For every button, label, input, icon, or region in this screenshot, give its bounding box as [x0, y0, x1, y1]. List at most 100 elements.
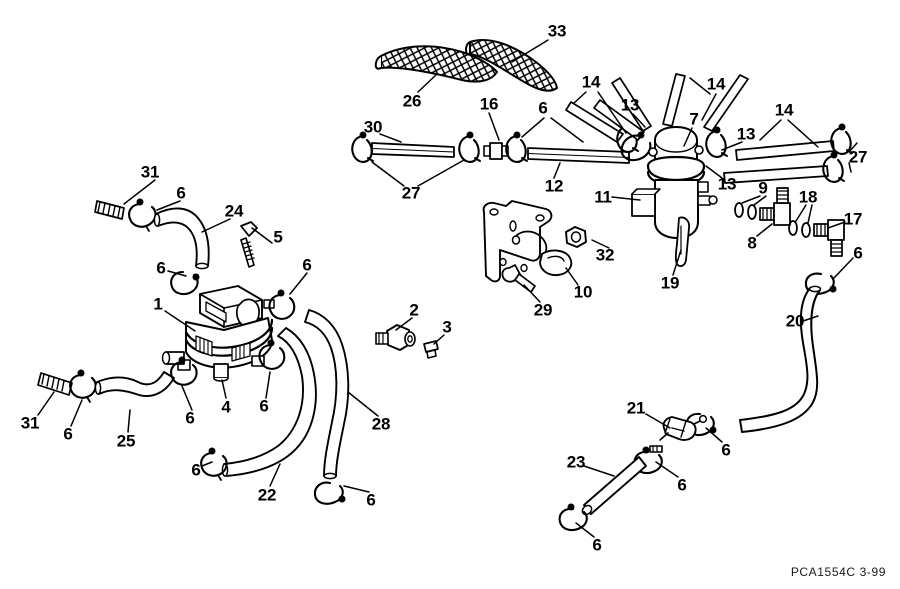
callout-14-hose: 14: [774, 100, 794, 120]
callout-14-hose: 14: [706, 74, 726, 94]
diagram-footer-code: PCA1554C 3-99: [790, 565, 886, 579]
part-27-clamp-mid: [458, 131, 482, 163]
part-6-clamp-hose12-left: [505, 131, 529, 163]
callout-6-clamp: 6: [156, 258, 166, 278]
part-21-fuel-filter: [649, 414, 708, 453]
part-6-clamp-pump-right: [268, 289, 296, 320]
callout-19-clip: 19: [660, 273, 680, 293]
part-14-hose-d: [662, 73, 686, 127]
callout-9-oring: 9: [758, 178, 768, 198]
callout-21-fuel-filter: 21: [626, 398, 646, 418]
part-17-elbow-fitting: [813, 219, 845, 257]
callout-1-fuel-pump: 1: [153, 294, 163, 314]
callout-11-fuel-pump: 11: [594, 187, 612, 207]
callout-6-clamp: 6: [259, 396, 269, 416]
part-24-hose: [153, 207, 210, 270]
callout-6-clamp: 6: [721, 440, 731, 460]
callout-6-clamp: 6: [677, 475, 687, 495]
part-30-hose: [371, 142, 455, 158]
part-3-screw: [423, 340, 439, 359]
part-9-oring-a: [734, 202, 744, 218]
callout-13-clamp: 13: [620, 95, 640, 115]
part-18-oring-a: [788, 220, 798, 236]
callout-7-screw: 7: [689, 109, 699, 129]
callout-6-clamp: 6: [853, 243, 863, 263]
callout-13-clamp: 13: [736, 124, 756, 144]
part-14-hose-right-upper: [735, 140, 835, 161]
part-14-hose-right-lower: [723, 165, 829, 184]
callout-29-screw: 29: [533, 300, 553, 320]
part-23-hose: [581, 456, 647, 516]
part-10-clamp: [539, 249, 573, 277]
callout-28-hose: 28: [371, 414, 391, 434]
callout-24-hose: 24: [224, 201, 244, 221]
callout-6-clamp: 6: [302, 255, 312, 275]
callout-25-hose: 25: [116, 431, 136, 451]
part-6-clamp-pump-right-lower: [258, 339, 286, 370]
part-32-nut: [565, 226, 587, 248]
part-6-clamp-hose28-end: [313, 481, 346, 505]
callout-32-nut: 32: [595, 245, 615, 265]
part-6-clamp-hose25-end: [69, 369, 97, 403]
part-6-clamp-hose22-end: [200, 447, 228, 481]
part-31-fitting-lower: [37, 372, 73, 396]
part-6-clamp-filter-in: [633, 446, 663, 475]
part-2-fitting: [375, 324, 416, 351]
callout-16-connector: 16: [479, 94, 499, 114]
part-14-hose-c: [611, 77, 652, 132]
part-6-clamp-hose24-top: [128, 198, 157, 232]
callout-8-elbow: 8: [747, 233, 757, 253]
callout-3-screw: 3: [442, 317, 452, 337]
part-bracket-assembly: [482, 200, 553, 283]
part-27-clamp-left: [351, 131, 375, 163]
callout-26-hose-sleeve: 26: [402, 91, 422, 111]
part-13-clamp-b: [620, 131, 652, 162]
part-1-fuel-pump: [161, 285, 275, 382]
callout-6-clamp: 6: [176, 183, 186, 203]
part-14-hose-b: [593, 99, 645, 141]
callout-31-fitting: 31: [140, 162, 160, 182]
callout-17-elbow: 17: [843, 209, 863, 229]
part-26-hose-sleeve: [374, 45, 498, 83]
part-33-hose-sleeve: [465, 39, 558, 92]
callout-6-clamp: 6: [592, 535, 602, 555]
callout-14-hose: 14: [581, 72, 601, 92]
callout-10-clamp: 10: [573, 282, 593, 302]
part-29-screw: [501, 264, 536, 293]
callout-6-clamp: 6: [191, 460, 201, 480]
callout-27-clamp: 27: [848, 147, 868, 167]
part-28-hose: [304, 309, 350, 480]
part-18-oring-b: [801, 222, 811, 238]
callout-27-clamp: 27: [401, 183, 421, 203]
part-11-fuel-pump: [631, 126, 718, 239]
part-6-clamp-hose24-bottom: [170, 270, 200, 296]
part-25-hose: [94, 371, 175, 397]
callout-12-hose: 12: [544, 176, 564, 196]
callout-5-bolt: 5: [273, 227, 283, 247]
part-9-oring-b: [747, 204, 757, 220]
callout-6-clamp: 6: [538, 98, 548, 118]
callout-6-clamp: 6: [185, 408, 195, 428]
callout-13-clamp: 13: [717, 174, 737, 194]
part-16-connector: [483, 142, 509, 160]
callout-30-hose: 30: [363, 117, 383, 137]
part-12-hose: [527, 147, 630, 164]
callout-31-fitting: 31: [20, 413, 40, 433]
callout-4-pump-base: 4: [221, 397, 231, 417]
callout-18-oring: 18: [798, 187, 818, 207]
part-14-hose-e: [703, 74, 749, 132]
callout-33-hose-sleeve: 33: [547, 21, 567, 41]
callout-6-clamp: 6: [366, 490, 376, 510]
callout-23-hose: 23: [566, 452, 586, 472]
part-5-bolt: [240, 221, 258, 268]
callout-20-hose: 20: [785, 311, 805, 331]
part-6-clamp-hose23-end: [558, 503, 588, 532]
callout-2-fitting: 2: [409, 300, 419, 320]
part-20-hose: [739, 285, 822, 433]
part-31-fitting-upper: [94, 200, 125, 220]
callout-22-hose: 22: [257, 485, 277, 505]
part-6-clamp-hose25-pump: [170, 356, 198, 386]
callout-6-clamp: 6: [63, 424, 73, 444]
